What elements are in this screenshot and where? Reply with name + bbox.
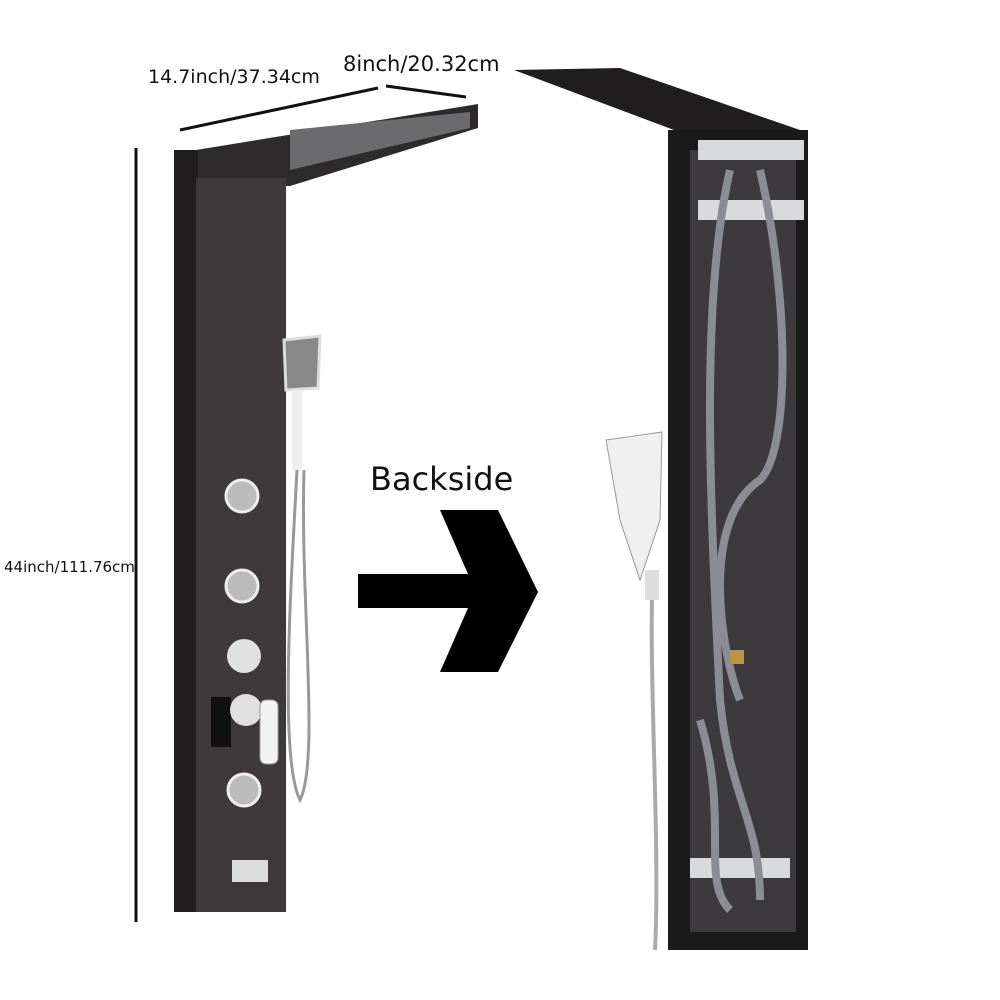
height-label: 44inch/111.76cm bbox=[4, 558, 135, 576]
front-shower-panel bbox=[174, 104, 478, 912]
depth-label: 8inch/20.32cm bbox=[343, 52, 500, 76]
depth-dimension-line bbox=[385, 84, 467, 99]
width-label: 14.7inch/37.34cm bbox=[148, 66, 320, 88]
backside-label: Backside bbox=[370, 460, 514, 498]
arrow-icon bbox=[358, 510, 538, 672]
back-shower-panel bbox=[514, 68, 808, 951]
width-dimension-line bbox=[179, 86, 379, 132]
